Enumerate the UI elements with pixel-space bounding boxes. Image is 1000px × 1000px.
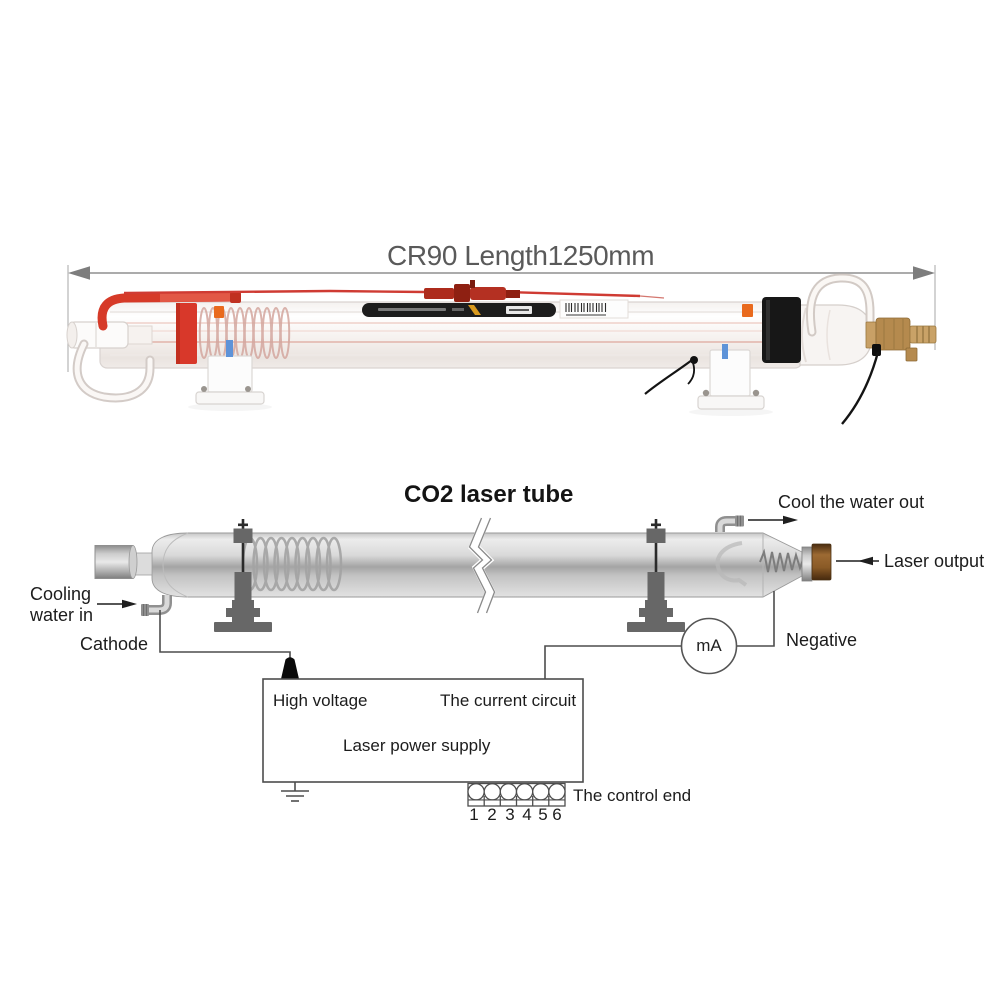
water-inlet-nozzle — [141, 595, 172, 616]
schematic-cathode-cap — [94, 545, 134, 579]
terminal-pin-3: 3 — [505, 805, 515, 824]
anode-wire — [736, 591, 775, 647]
barcode-label — [559, 299, 629, 319]
orange-marker-right — [742, 304, 753, 317]
red-band — [176, 303, 197, 364]
label-laser-output: Laser output — [884, 551, 985, 571]
output-cap — [811, 543, 832, 581]
current-circuit-wire — [544, 645, 682, 679]
label-cooling-water-in-line1: Cooling — [30, 584, 92, 604]
output-ring — [801, 546, 813, 582]
label-cooling-water-in-line2: water in — [30, 605, 94, 626]
schematic — [94, 515, 879, 807]
break-symbol — [468, 516, 496, 615]
laser-tube-photo — [66, 273, 937, 425]
ma-meter-circle — [680, 617, 738, 675]
anode-wire-photo — [841, 344, 881, 425]
water-outlet-nozzle — [715, 515, 744, 532]
internal-return-tube — [715, 541, 748, 587]
label-cooling-water-in: Cooling water in — [30, 584, 93, 626]
power-supply-box — [262, 678, 584, 783]
label-current-circuit: The current circuit — [440, 691, 577, 710]
red-power-wire — [123, 289, 426, 295]
label-cool-water-out: Cool the water out — [778, 492, 925, 512]
terminal-block — [467, 782, 566, 807]
label-high-voltage: High voltage — [273, 691, 368, 710]
dimension-arrow-left-icon — [68, 266, 90, 280]
label-control-end: The control end — [573, 786, 692, 805]
diagram-title: CO2 laser tube — [404, 481, 574, 508]
hv-connector-cone — [281, 657, 299, 679]
tube-stand-right — [689, 344, 773, 416]
blue-sticker-right — [722, 344, 728, 359]
orange-marker-left — [214, 306, 224, 318]
blue-sticker-left — [226, 340, 233, 357]
terminal-pin-5: 5 — [538, 805, 548, 824]
label-ma-meter: mA — [696, 636, 722, 655]
cathode-wire — [159, 610, 291, 661]
cooling-water-in-arrow-icon — [122, 599, 137, 609]
wire-connector — [424, 280, 520, 302]
label-power-supply: Laser power supply — [343, 736, 491, 755]
dimension-indicator — [67, 265, 936, 372]
label-negative: Negative — [786, 630, 858, 650]
dimension-label: CR90 Length1250mm — [387, 240, 655, 271]
label-cathode: Cathode — [80, 634, 149, 654]
laser-output-arrow-icon — [858, 556, 873, 566]
red-hose — [97, 292, 241, 331]
terminal-pin-6: 6 — [552, 805, 562, 824]
ground-symbol — [281, 782, 309, 802]
annotation-arrows — [97, 515, 879, 609]
terminal-pin-1: 1 — [469, 805, 479, 824]
laser-output-fitting — [865, 317, 937, 362]
terminal-pin-2: 2 — [487, 805, 497, 824]
black-band — [762, 297, 801, 363]
product-label — [362, 303, 556, 317]
terminal-pin-4: 4 — [522, 805, 532, 824]
cool-water-out-arrow-icon — [783, 515, 798, 525]
output-spring — [759, 548, 807, 573]
dimension-arrow-right-icon — [913, 266, 935, 280]
sensor-wire — [644, 356, 698, 395]
tube-stand-left — [188, 340, 272, 411]
cathode-neck — [125, 325, 153, 345]
